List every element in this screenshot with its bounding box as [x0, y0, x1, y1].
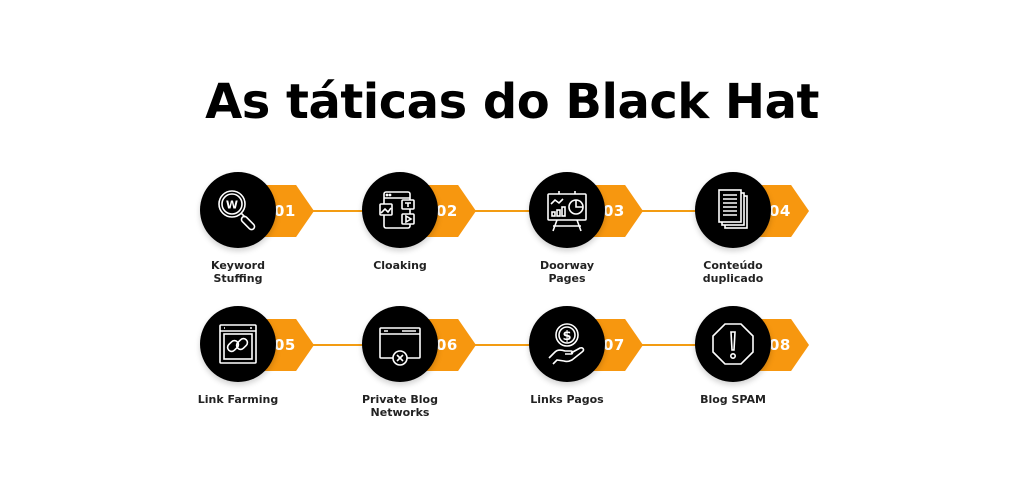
- step-label: Blog SPAM: [700, 393, 766, 406]
- step-07: 07 $ Links Pagos: [524, 305, 694, 435]
- step-label: Keyword Stuffing: [211, 259, 265, 285]
- step-03: 03 Doorway Pages: [524, 171, 694, 301]
- step-number: 05: [274, 336, 296, 354]
- documents-stack-icon: [718, 189, 748, 229]
- presentation-board-icon: [547, 191, 587, 232]
- icon-circle: W: [200, 172, 276, 248]
- page-title: As táticas do Black Hat: [205, 74, 819, 130]
- icon-circle: [695, 172, 771, 248]
- step-label: Cloaking: [373, 259, 427, 272]
- step-05: 05 Link Farming: [195, 305, 365, 435]
- hand-coin-icon: $: [548, 323, 585, 365]
- step-06: 06 Private Blog Networks: [357, 305, 527, 435]
- browser-link-icon: [219, 324, 257, 364]
- step-02: 02 Cloaking: [357, 171, 527, 301]
- step-01: 01 W Keyword Stuffing: [195, 171, 365, 301]
- step-number: 01: [274, 202, 296, 220]
- browser-media-icon: [379, 191, 415, 229]
- icon-circle: $: [529, 306, 605, 382]
- step-label: Conteúdo duplicado: [702, 259, 764, 285]
- warning-octagon-icon: [712, 323, 754, 365]
- step-04: 04 Conteúdo duplicado: [690, 171, 860, 301]
- step-label: Private Blog Networks: [362, 393, 438, 419]
- svg-text:$: $: [562, 329, 571, 344]
- icon-circle: [695, 306, 771, 382]
- step-number: 08: [769, 336, 791, 354]
- step-number: 02: [436, 202, 458, 220]
- step-label: Links Pagos: [530, 393, 604, 406]
- step-number: 07: [603, 336, 625, 354]
- step-number: 06: [436, 336, 458, 354]
- svg-text:W: W: [226, 199, 238, 212]
- icon-circle: [362, 306, 438, 382]
- icon-circle: [529, 172, 605, 248]
- browser-blocked-icon: [379, 327, 421, 366]
- icon-circle: [362, 172, 438, 248]
- step-label: Doorway Pages: [539, 259, 595, 285]
- step-08: 08 Blog SPAM: [690, 305, 860, 435]
- step-label: Link Farming: [197, 393, 279, 406]
- step-number: 03: [603, 202, 625, 220]
- connector-line-row-1: [300, 210, 730, 212]
- icon-circle: [200, 306, 276, 382]
- step-number: 04: [769, 202, 791, 220]
- magnifier-w-icon: W: [218, 190, 256, 231]
- connector-line-row-2: [300, 344, 730, 346]
